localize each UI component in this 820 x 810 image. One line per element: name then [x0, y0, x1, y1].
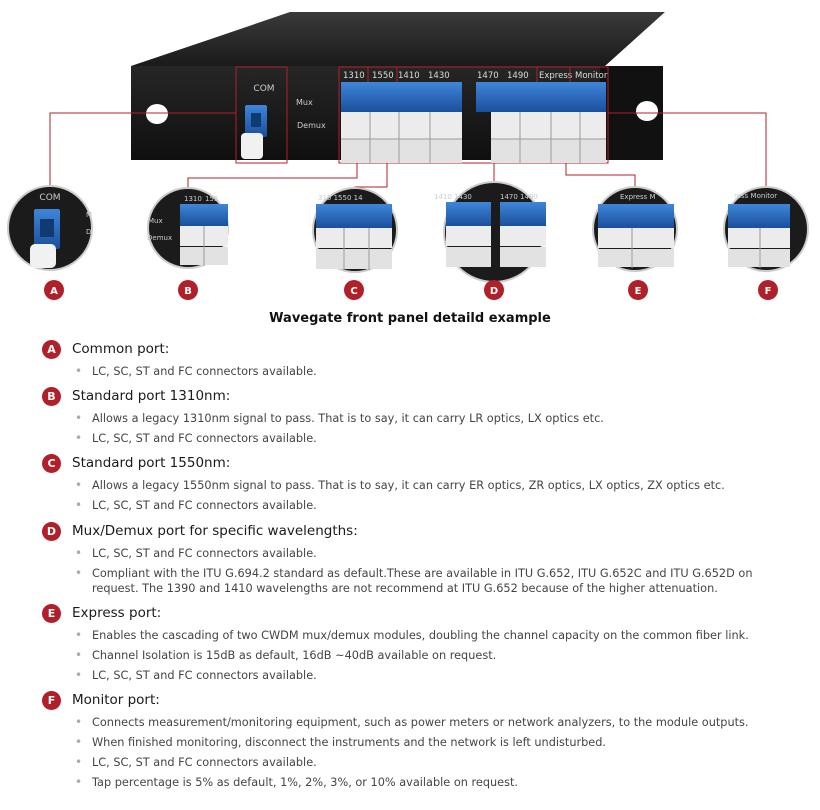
- callout-line-e: [565, 163, 636, 190]
- svg-text:155: 155: [205, 195, 218, 203]
- bullet-item: LC, SC, ST and FC connectors available.: [0, 364, 820, 379]
- panel-1310-label: 1310: [343, 71, 365, 81]
- section-standard-port-1310: B Standard port 1310nm: Allows a legacy …: [0, 386, 820, 446]
- section-badge: D: [42, 522, 61, 541]
- panel-com-label: COM: [253, 84, 274, 94]
- zoom-circle-e: Express M: [592, 186, 678, 272]
- svg-text:D: D: [86, 228, 91, 236]
- svg-text:C: C: [350, 286, 357, 297]
- panel-1410-label: 1410: [398, 71, 420, 81]
- port-group-right: [476, 82, 606, 163]
- com-highlight-box: [235, 66, 288, 164]
- panel-express-label: Express: [539, 71, 573, 81]
- bullet-item: LC, SC, ST and FC connectors available.: [0, 755, 820, 770]
- panel-1470-label: 1470: [477, 71, 499, 81]
- panel-mux-label: Mux: [296, 98, 313, 107]
- svg-text:Demux: Demux: [147, 234, 172, 242]
- bullet-item: LC, SC, ST and FC connectors available.: [0, 546, 820, 561]
- bullet-item: Connects measurement/monitoring equipmen…: [0, 715, 820, 730]
- zoom-circle-f: ress Monitor: [723, 186, 809, 272]
- svg-text:ress Monitor: ress Monitor: [734, 192, 777, 200]
- port-group-left: [341, 82, 462, 163]
- svg-text:D: D: [490, 286, 498, 297]
- section-title: Standard port 1310nm:: [72, 388, 231, 404]
- svg-text:B: B: [184, 286, 192, 297]
- section-monitor-port: F Monitor port: Connects measurement/mon…: [0, 690, 820, 790]
- panel-demux-label: Demux: [297, 121, 326, 130]
- svg-text:1410 1430: 1410 1430: [434, 193, 472, 201]
- section-common-port: A Common port: LC, SC, ST and FC connect…: [0, 339, 820, 379]
- zoom-circle-d: 1410 1430 1470 1490: [434, 181, 546, 283]
- section-title: Monitor port:: [72, 692, 160, 708]
- badge-e: E: [628, 280, 648, 300]
- section-badge: F: [42, 691, 61, 710]
- section-badge: C: [42, 454, 61, 473]
- section-title: Mux/Demux port for specific wavelengths:: [72, 523, 358, 539]
- svg-text:1470 1490: 1470 1490: [500, 193, 538, 201]
- figure-caption: Wavegate front panel detaild example: [269, 311, 551, 326]
- section-badge: E: [42, 604, 61, 623]
- bullet-item: Tap percentage is 5% as default, 1%, 2%,…: [0, 775, 820, 790]
- panel-monitor-label: Monitor: [575, 71, 608, 81]
- callout-line-a: [49, 112, 236, 190]
- mount-hole-left: [146, 104, 168, 124]
- bullet-item: LC, SC, ST and FC connectors available.: [0, 431, 820, 446]
- bullet-item: When finished monitoring, disconnect the…: [0, 735, 820, 750]
- svg-text:A: A: [50, 286, 58, 297]
- svg-text:1310: 1310: [184, 195, 202, 203]
- svg-text:Express M: Express M: [620, 193, 656, 201]
- badge-b: B: [178, 280, 198, 300]
- bullet-item: Allows a legacy 1550nm signal to pass. T…: [0, 478, 820, 493]
- badge-d: D: [484, 280, 504, 300]
- section-standard-port-1550: C Standard port 1550nm: Allows a legacy …: [0, 453, 820, 513]
- callout-line-b: [187, 163, 358, 188]
- callout-line-f: [608, 112, 767, 188]
- bullet-item: LC, SC, ST and FC connectors available.: [0, 668, 820, 683]
- svg-text:F: F: [765, 286, 772, 297]
- svg-text:Mux: Mux: [148, 217, 163, 225]
- bullet-item: Allows a legacy 1310nm signal to pass. T…: [0, 411, 820, 426]
- bullet-item: LC, SC, ST and FC connectors available.: [0, 498, 820, 513]
- badge-a: A: [44, 280, 64, 300]
- section-badge: B: [42, 387, 61, 406]
- svg-text:COM: COM: [39, 193, 60, 203]
- section-title: Standard port 1550nm:: [72, 455, 231, 471]
- panel-1490-label: 1490: [507, 71, 529, 81]
- badge-c: C: [344, 280, 364, 300]
- panel-1550-label: 1550: [372, 71, 394, 81]
- section-title: Common port:: [72, 341, 170, 357]
- zoom-circle-b: 1310 155 Mux Demux: [147, 187, 229, 269]
- section-mux-demux-port: D Mux/Demux port for specific wavelength…: [0, 521, 820, 596]
- svg-text:M: M: [86, 211, 92, 219]
- bullet-item: Compliant with the ITU G.694.2 standard …: [0, 566, 820, 596]
- section-title: Express port:: [72, 605, 162, 621]
- mount-hole-right: [636, 101, 658, 121]
- bullet-item: Channel Isolation is 15dB as default, 16…: [0, 648, 820, 663]
- svg-text:E: E: [635, 286, 642, 297]
- section-badge: A: [42, 340, 61, 359]
- panel-1430-label: 1430: [428, 71, 450, 81]
- badge-f: F: [758, 280, 778, 300]
- bullet-item: Enables the cascading of two CWDM mux/de…: [0, 628, 820, 643]
- zoom-circle-a: COM M D: [7, 185, 93, 271]
- zoom-circle-c: 310 1550 14: [312, 187, 398, 273]
- svg-text:310 1550 14: 310 1550 14: [318, 194, 363, 202]
- section-express-port: E Express port: Enables the cascading of…: [0, 603, 820, 683]
- front-panel-illustration: COM Mux Demux 1310 1550 1410 1430 1470 1…: [7, 12, 809, 300]
- chassis-top: [131, 12, 665, 66]
